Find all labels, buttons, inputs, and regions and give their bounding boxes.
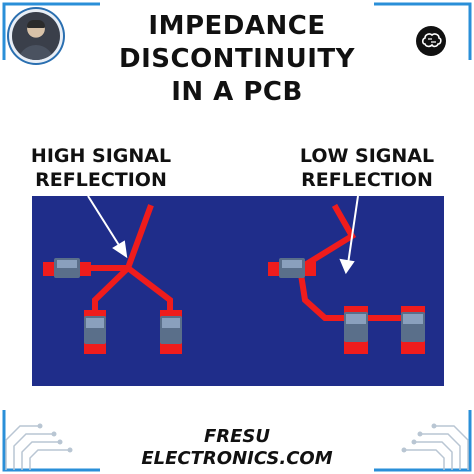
brain-logo-icon	[416, 26, 446, 56]
profile-photo	[12, 12, 60, 60]
component-left-load-2	[160, 310, 182, 354]
high-reflection-label-line-1: HIGH SIGNAL	[30, 145, 172, 167]
component-right-load-2	[401, 306, 425, 354]
component-left-source	[43, 258, 91, 278]
title-line-2: DISCONTINUITY	[119, 44, 355, 74]
page-title: IMPEDANCE DISCONTINUITY IN A PCB	[80, 10, 394, 109]
high-reflection-label-line-2: REFLECTION	[35, 169, 167, 191]
title-line-3: IN A PCB	[171, 77, 303, 107]
component-right-load-1	[344, 306, 368, 354]
component-left-load-1	[84, 310, 106, 354]
low-reflection-label-line-1: LOW SIGNAL	[299, 145, 435, 167]
title-line-1: IMPEDANCE	[148, 11, 326, 41]
low-reflection-label-line-2: REFLECTION	[301, 169, 433, 191]
component-right-source	[268, 258, 316, 278]
high-reflection-label: HIGH SIGNAL REFLECTION	[26, 144, 176, 192]
brand-footer-line-1: FRESU	[203, 426, 271, 447]
arrow-icon	[87, 195, 128, 259]
arrow-icon	[339, 195, 359, 275]
brand-footer-line-2: ELECTRONICS.COM	[141, 448, 333, 469]
low-reflection-label: LOW SIGNAL REFLECTION	[292, 144, 442, 192]
